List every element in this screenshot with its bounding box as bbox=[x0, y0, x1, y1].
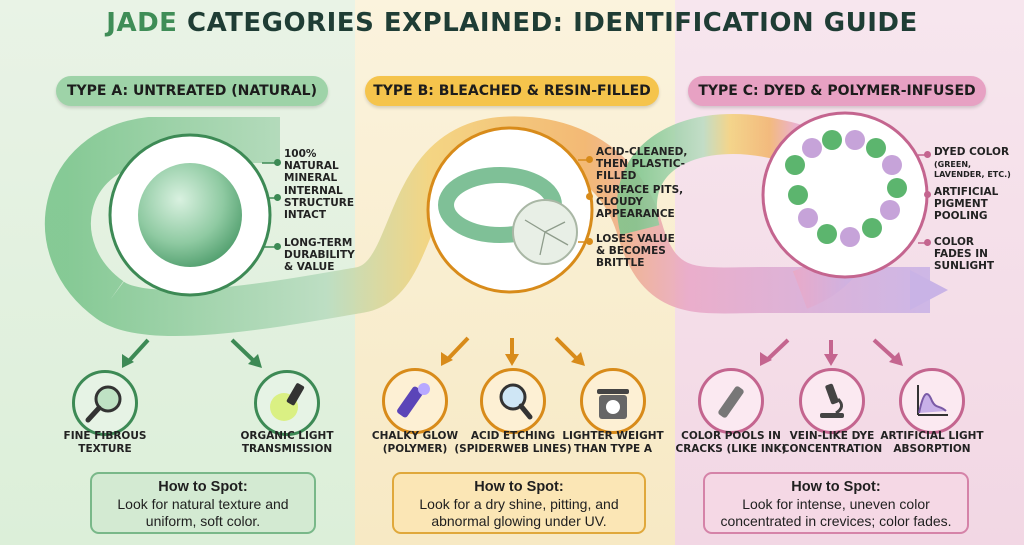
type-c-note-3: COLOR FADES IN SUNLIGHT bbox=[934, 236, 995, 272]
magnifying-glass-icon bbox=[72, 370, 138, 436]
type-b-label: TYPE B: BLEACHED & RESIN-FILLED bbox=[365, 76, 659, 106]
type-c-note-1-detail: (GREEN, LAVENDER, ETC.) bbox=[934, 160, 1011, 179]
magnifying-glass-icon bbox=[480, 368, 546, 434]
note-bullet bbox=[924, 239, 931, 246]
note-bullet bbox=[274, 243, 281, 250]
spectrum-graph-icon bbox=[899, 368, 965, 434]
type-b-how-to-spot: How to Spot: Look for a dry shine, pitti… bbox=[392, 472, 646, 534]
type-a-note-1: 100% NATURAL MINERAL bbox=[284, 148, 339, 184]
note-bullet bbox=[586, 238, 593, 245]
tip-caption: ORGANIC LIGHT TRANSMISSION bbox=[240, 430, 334, 455]
page-title: JADE CATEGORIES EXPLAINED: IDENTIFICATIO… bbox=[106, 8, 918, 38]
note-bullet bbox=[924, 191, 931, 198]
type-b-note-2: SURFACE PITS, CLOUDY APPEARANCE bbox=[596, 184, 684, 220]
tip-caption: ARTIFICIAL LIGHT ABSORPTION bbox=[880, 430, 984, 455]
how-to-spot-heading: How to Spot: bbox=[474, 479, 564, 495]
type-c-note-2: ARTIFICIAL PIGMENT POOLING bbox=[934, 186, 999, 222]
how-to-spot-heading: How to Spot: bbox=[791, 479, 881, 495]
microscope-icon bbox=[799, 368, 865, 434]
flashlight-icon bbox=[698, 368, 764, 434]
note-bullet bbox=[924, 151, 931, 158]
how-to-spot-text: Look for natural texture and uniform, so… bbox=[117, 496, 289, 529]
tip-caption: VEIN-LIKE DYE CONCENTRATION bbox=[781, 430, 883, 455]
note-bullet bbox=[274, 159, 281, 166]
type-a-label: TYPE A: UNTREATED (NATURAL) bbox=[56, 76, 328, 106]
type-c-label: TYPE C: DYED & POLYMER-INFUSED bbox=[688, 76, 986, 106]
how-to-spot-text: Look for a dry shine, pitting, and abnor… bbox=[419, 496, 619, 529]
note-bullet bbox=[586, 193, 593, 200]
tip-caption: ACID ETCHING (SPIDERWEB LINES) bbox=[454, 430, 572, 455]
note-bullet bbox=[274, 194, 281, 201]
band-arrowhead bbox=[910, 270, 948, 310]
type-b-note-1: ACID-CLEANED, THEN PLASTIC-FILLED bbox=[596, 146, 688, 182]
uv-flashlight-icon bbox=[382, 368, 448, 434]
tip-caption: COLOR POOLS IN CRACKS (LIKE INK) bbox=[675, 430, 787, 455]
type-a-note-2: INTERNAL STRUCTURE INTACT bbox=[284, 185, 354, 221]
type-b-note-3: LOSES VALUE & BECOMES BRITTLE bbox=[596, 233, 675, 269]
type-c-how-to-spot: How to Spot: Look for intense, uneven co… bbox=[703, 472, 969, 534]
how-to-spot-heading: How to Spot: bbox=[158, 479, 248, 495]
type-a-how-to-spot: How to Spot: Look for natural texture an… bbox=[90, 472, 316, 534]
tip-caption: CHALKY GLOW (POLYMER) bbox=[371, 430, 459, 455]
flashlight-icon bbox=[254, 370, 320, 436]
jade-bead-necklace-icon bbox=[785, 130, 907, 247]
tip-caption: LIGHTER WEIGHT THAN TYPE A bbox=[562, 430, 664, 455]
jade-stone-icon bbox=[138, 163, 242, 267]
how-to-spot-text: Look for intense, uneven color concentra… bbox=[720, 496, 952, 529]
scale-icon bbox=[580, 368, 646, 434]
type-c-note-1: DYED COLOR bbox=[934, 146, 1010, 158]
tip-caption: FINE FIBROUS TEXTURE bbox=[63, 430, 147, 455]
type-a-note-3: LONG-TERM DURABILITY & VALUE bbox=[284, 237, 355, 273]
note-bullet bbox=[586, 156, 593, 163]
